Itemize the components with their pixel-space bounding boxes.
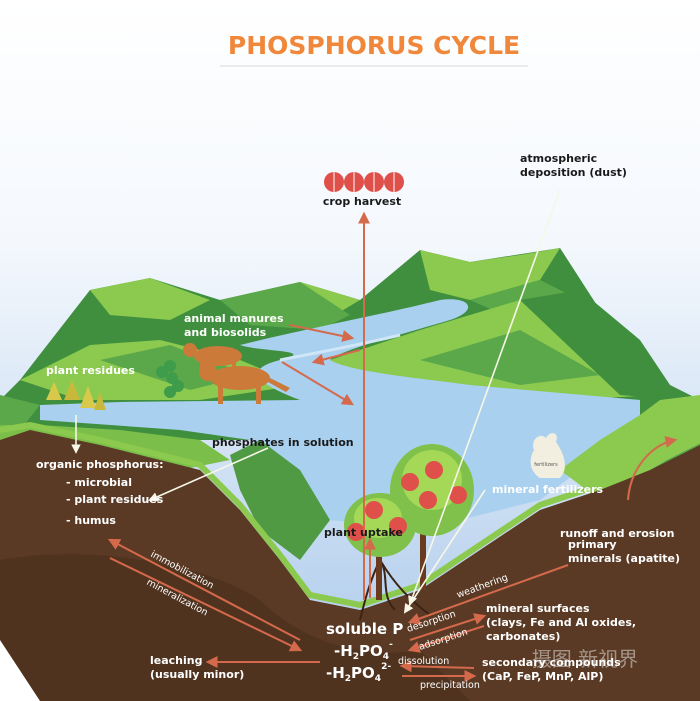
label-leaching-2: (usually minor): [150, 668, 244, 681]
lake-water: [40, 299, 640, 530]
label-organic-humus: - humus: [66, 514, 116, 527]
label-precipitation: precipitation: [420, 680, 480, 691]
arrow-dissolution: [399, 660, 475, 673]
arrow-manure-2: [281, 361, 355, 406]
label-phosphates-solution: phosphates in solution: [212, 436, 354, 449]
fertilizer-bag: [530, 433, 565, 478]
label-plant-uptake: plant uptake: [324, 526, 403, 539]
label-plant-residues: plant residues: [46, 364, 135, 377]
arrow-desorption: [409, 613, 487, 641]
arrow-fertilizers-soluble: [403, 489, 486, 614]
label-mineral-surfaces-1: mineral surfaces: [486, 602, 590, 615]
arrow-manure-1: [289, 324, 355, 342]
cattle: [183, 343, 290, 404]
watermark: 摄图 新视界: [532, 647, 638, 671]
label-animal-2: and biosolids: [184, 326, 267, 339]
label-atmospheric-1: atmospheric: [520, 152, 597, 165]
diagram-title: PHOSPHORUS CYCLE: [228, 31, 520, 60]
clover-leaves: [156, 360, 184, 398]
harvested-apples: [324, 172, 404, 192]
label-dissolution: dissolution: [398, 656, 449, 667]
label-h2po4-2minus: -H2PO42-: [326, 662, 391, 684]
plant-residue-trees: [46, 380, 106, 410]
label-h2po4-minus: -H2PO4-: [334, 640, 393, 662]
label-runoff: runoff and erosion: [560, 527, 675, 540]
label-soluble-p: soluble P: [326, 620, 403, 638]
label-crop-harvest: crop harvest: [323, 195, 401, 208]
arrow-adsorption: [407, 625, 485, 653]
flow-arrows: [71, 189, 678, 682]
apple-tree: [344, 444, 474, 600]
label-secondary-2: (CaP, FeP, MnP, AlP): [482, 670, 603, 683]
arrow-manure-3: [311, 349, 361, 366]
arrow-weathering: [407, 564, 569, 625]
label-mineral-surfaces-2: (clays, Fe and Al oxides,: [486, 616, 636, 629]
label-organic-microbial: - microbial: [66, 476, 132, 489]
label-secondary-1: secondary compounds: [482, 656, 621, 669]
label-atmospheric-2: deposition (dust): [520, 166, 627, 179]
label-organic-plant: - plant residues: [66, 493, 164, 506]
label-mineral-surfaces-3: carbonates): [486, 630, 560, 643]
label-animal-1: animal manures: [184, 312, 284, 325]
arrow-atmospheric-deposition: [408, 189, 561, 606]
arrow-immobilization: [107, 538, 301, 641]
label-mineral-fertilizers: mineral fertilizers: [492, 483, 604, 496]
fertilizer-bag-label: fertilizers: [534, 462, 558, 468]
arrow-mineralization: [109, 557, 303, 652]
label-organic-title: organic phosphorus:: [36, 458, 164, 471]
soil-cross-section: [0, 421, 700, 701]
label-primary-2: minerals (apatite): [568, 552, 680, 565]
arrow-runoff: [627, 436, 678, 501]
arrow-phosphates-organic: [148, 447, 269, 502]
label-primary-1: primary: [568, 538, 617, 551]
label-leaching-1: leaching: [150, 654, 202, 667]
